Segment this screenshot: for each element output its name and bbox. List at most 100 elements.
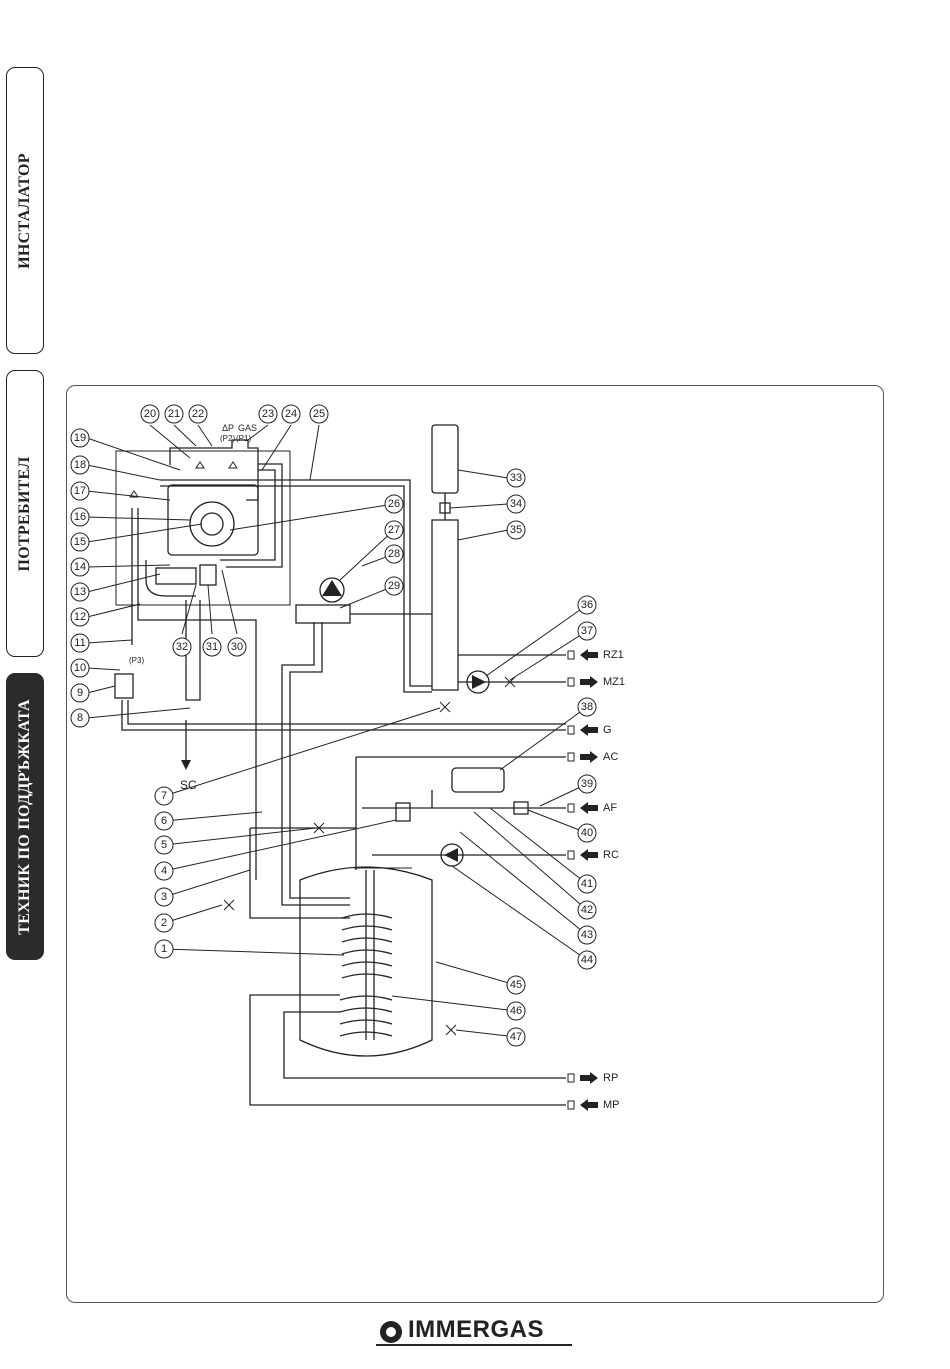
gas-supply-pipe [128,700,566,724]
connection-label: RC [603,849,619,861]
callout-number: 37 [581,625,593,637]
tank-drain-valve-icon [446,1025,456,1035]
connection-label: MP [603,1099,620,1111]
callout-43: 43 [578,926,596,944]
callout-6: 6 [155,812,173,830]
callout-21: 21 [165,405,183,423]
callout-number: 30 [231,641,243,653]
callout-number: 11 [74,637,85,649]
connection-label: AC [603,751,618,763]
callout-46: 46 [507,1002,525,1020]
fill-valve-icon [224,900,234,910]
connector-fitting [568,726,574,734]
logo-underline [376,1344,572,1346]
pump-icon [322,580,342,596]
arrow-left-icon [580,849,598,861]
connection-ac: AC [568,751,618,763]
arrow-left-icon [580,724,598,736]
callout-26: 26 [385,495,403,513]
callout-23: 23 [259,405,277,423]
callout-35: 35 [507,521,525,539]
callout-number: 12 [74,611,86,623]
brand-name: IMMERGAS [408,1316,544,1344]
callout-47: 47 [507,1028,525,1046]
pump-icon [472,675,486,689]
callout-number: 46 [510,1005,522,1017]
callout-37: 37 [578,622,596,640]
magnesium-anode [396,803,410,821]
callout-10: 10 [71,659,89,677]
callout-25: 25 [310,405,328,423]
callout-17: 17 [71,482,89,500]
callout-number: 47 [510,1031,522,1043]
callout-number: 41 [581,878,593,890]
callout-number: 44 [581,954,593,966]
connection-label: AF [603,802,617,814]
connection-label: G [603,724,612,736]
callout-number: 34 [510,498,522,510]
callout-42: 42 [578,901,596,919]
callout-number: 39 [581,778,593,790]
sc-label: SC [180,778,197,792]
p2-label: (P2) [220,434,235,443]
callout-number: 29 [388,580,400,592]
callout-41: 41 [578,875,596,893]
connector-fitting [568,678,574,686]
arrow-left-icon [580,649,598,661]
connection-mz1: MZ1 [568,676,625,688]
callout-7: 7 [155,787,173,805]
callout-31: 31 [203,638,221,656]
callout-5: 5 [155,836,173,854]
callout-group: 1234567891011121314151617181920212223242… [71,405,596,1046]
callout-2: 2 [155,914,173,932]
callout-number: 22 [192,408,204,420]
callout-number: 7 [161,790,167,802]
pipe [220,470,275,560]
callout-number: 2 [161,917,167,929]
callout-28: 28 [385,545,403,563]
callout-number: 20 [144,408,156,420]
callout-number: 4 [161,865,167,877]
drain-arrow-icon [181,760,191,770]
connection-rp: RP [568,1072,618,1084]
connector-fitting [568,1074,574,1082]
callout-30: 30 [228,638,246,656]
p3-label: (P3) [129,656,144,665]
callout-36: 36 [578,596,596,614]
arrow-right-icon [580,751,598,763]
callout-3: 3 [155,888,173,906]
callout-number: 36 [581,599,593,611]
callout-34: 34 [507,495,525,513]
callout-16: 16 [71,508,89,526]
callout-number: 13 [74,586,86,598]
callout-number: 28 [388,548,400,560]
gas-valve [156,568,196,584]
p1-label: (P1) [236,434,251,443]
callout-number: 9 [77,687,83,699]
fan-housing [170,440,258,500]
callout-number: 26 [388,498,400,510]
callout-number: 10 [74,662,86,674]
connection-mp: MP [568,1099,620,1111]
callout-13: 13 [71,583,89,601]
callout-number: 14 [74,561,86,573]
callout-number: 1 [161,943,167,955]
callout-number: 25 [313,408,325,420]
connection-rc: RC [568,849,619,861]
upper-coil [342,914,392,978]
connection-rz1: RZ1 [568,649,624,661]
callout-number: 42 [581,904,593,916]
callout-number: 38 [581,701,593,713]
callout-15: 15 [71,533,89,551]
callout-20: 20 [141,405,159,423]
callout-number: 3 [161,891,167,903]
arrow-right-icon [580,676,598,688]
connector-fitting [568,804,574,812]
pipe-coil-flow [290,622,350,898]
callout-number: 15 [74,536,86,548]
connection-af: AF [568,802,617,814]
expansion-vessel [432,425,458,493]
dp-label: ΔP [222,423,234,433]
pipe-rp [284,1012,566,1078]
